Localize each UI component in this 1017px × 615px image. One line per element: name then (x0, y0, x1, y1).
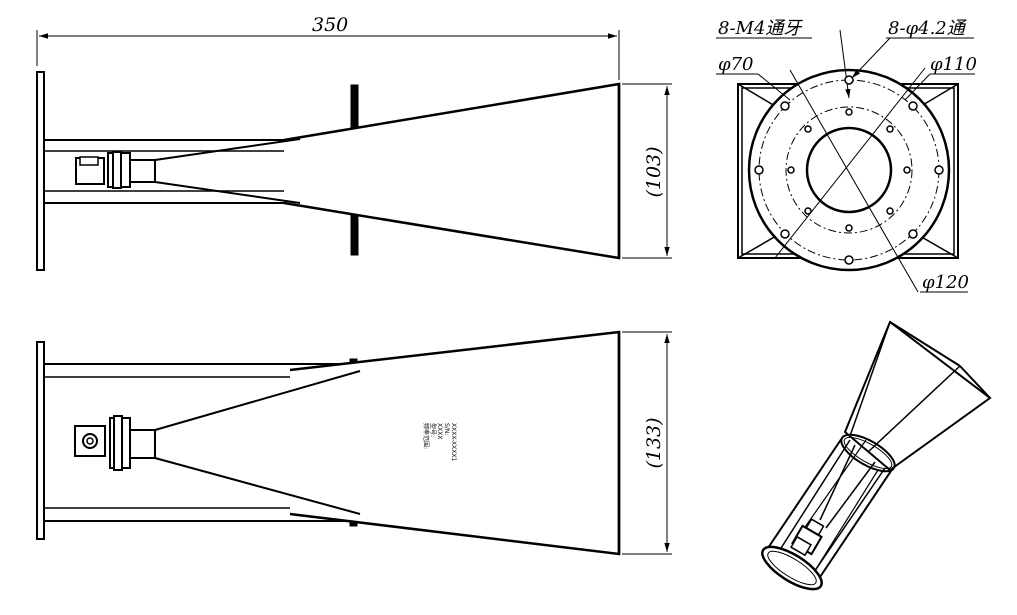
nameplate-line-3: XXXX (436, 423, 443, 439)
side-horn-throat-bottom (154, 181, 301, 204)
flange-holes (754, 75, 944, 265)
flange-hole (844, 75, 854, 85)
iso-rod (795, 439, 867, 541)
nameplate: XXXX-XXXX1 S/N: XXXX 型号: 频率范围: (422, 423, 457, 461)
callout-thread-holes: 8-M4通牙 (718, 18, 803, 39)
side-flange-plate (112, 151, 122, 189)
iso-rod (775, 439, 851, 557)
flange-hole-small (886, 125, 894, 133)
flange-hole-small (845, 224, 853, 232)
flange-pitch-circle (785, 106, 913, 234)
side-horn-throat-top (154, 138, 301, 161)
iso-rod (805, 469, 879, 586)
side-back-plate (36, 71, 45, 271)
flange-hole-small (903, 166, 911, 174)
flange-hole (754, 165, 764, 175)
flange-hole (908, 229, 918, 239)
iso-rod (817, 467, 894, 581)
flange-hole (934, 165, 944, 175)
iso-rod (767, 437, 843, 549)
top-horn-throat-top (154, 370, 361, 431)
dim-overall-length (36, 30, 620, 80)
isometric-view (761, 320, 992, 591)
dim-side-aperture-label: (103) (643, 146, 665, 197)
iso-horn (843, 320, 992, 472)
flange-hole-small (804, 125, 812, 133)
flange-hole-small (845, 108, 853, 116)
flange-outer-circle (747, 68, 951, 272)
flange-bore (805, 126, 893, 214)
dim-top-aperture (622, 331, 672, 555)
callout-through-holes: 8-φ4.2通 (888, 18, 967, 39)
top-waveguide (129, 429, 156, 459)
nameplate-line-1: XXXX-XXXX1 (450, 423, 457, 461)
flange-hole (780, 229, 790, 239)
nameplate-line-2: S/N: (443, 423, 450, 435)
nameplate-line-4: 型号: (429, 423, 437, 437)
dim-top-aperture-label: (133) (643, 417, 665, 468)
callout-dia-120: φ120 (922, 272, 969, 293)
flange-hole (908, 101, 918, 111)
dim-overall-length-label: 350 (312, 14, 348, 36)
nameplate-line-5: 频率范围: (422, 423, 430, 449)
top-horn-throat-bottom (154, 457, 361, 515)
top-back-plate (36, 341, 45, 540)
flange-hole-small (886, 207, 894, 215)
side-horn-cone (283, 82, 621, 260)
flange-hole (844, 255, 854, 265)
callout-dia-110: φ110 (930, 54, 977, 75)
flange-hole-small (787, 166, 795, 174)
flange-hole-small (804, 207, 812, 215)
side-view (36, 71, 621, 271)
iso-support-ring (840, 433, 896, 473)
callout-dia-70: φ70 (718, 54, 754, 75)
side-waveguide (129, 159, 156, 183)
flange-view (737, 29, 959, 293)
top-view (36, 330, 621, 556)
dim-side-aperture (622, 83, 672, 259)
flange-callout-leaders (716, 37, 975, 293)
flange-hole (780, 101, 790, 111)
